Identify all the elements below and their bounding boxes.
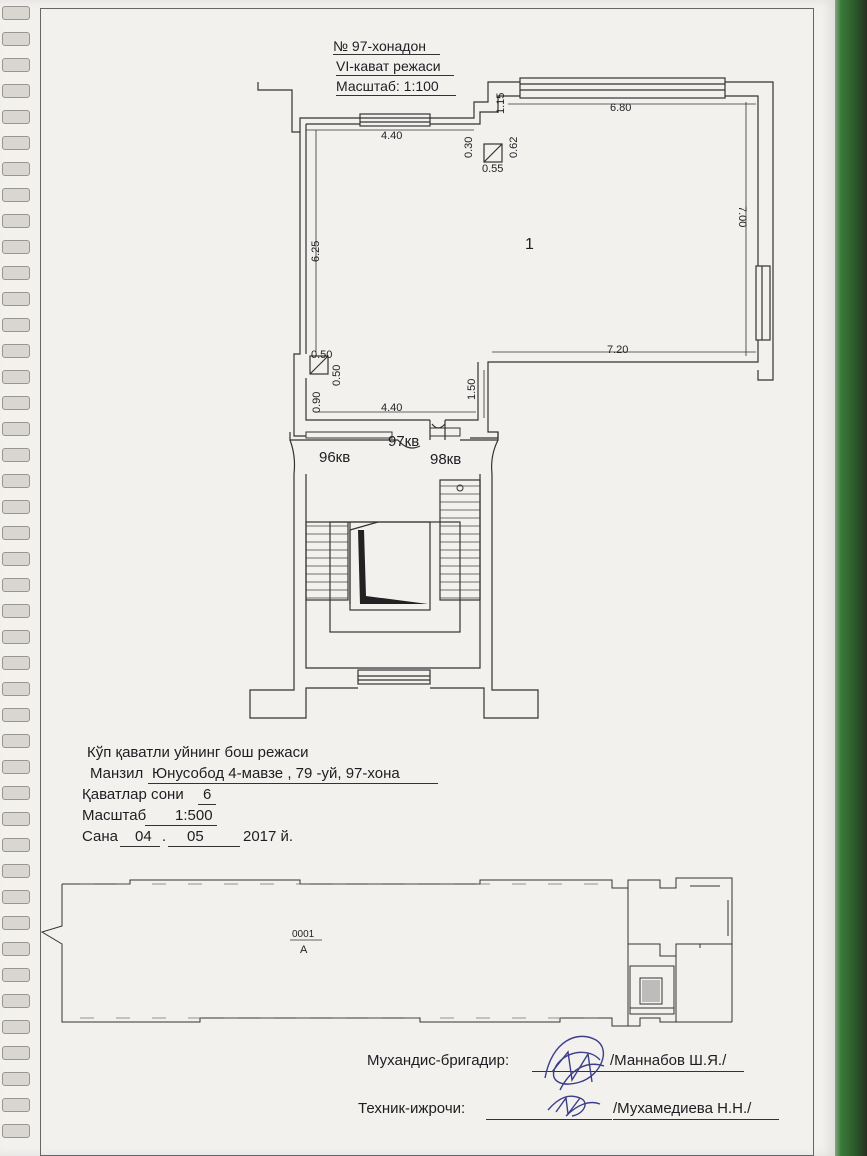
plan-scale: Масштаб: 1:100 [336,78,439,94]
technician-name-underline [613,1119,779,1120]
binding-ring [2,1020,30,1034]
binding-ring [2,760,30,774]
binding-ring [2,162,30,176]
site-plan-letter: А [300,944,308,956]
floors-value: 6 [203,786,212,803]
binding-ring [2,1046,30,1060]
binding-ring [2,890,30,904]
binding-ring [2,214,30,228]
date-label: Сана [82,828,118,845]
binding-ring [2,84,30,98]
dimension-label: 4.40 [381,402,403,414]
binding-ring [2,292,30,306]
header-underline [333,54,440,55]
binding-ring [2,864,30,878]
binding-ring [2,318,30,332]
engineer-label: Мухандис-бригадир: [367,1052,510,1069]
binding-ring [2,656,30,670]
date-day: 04 [135,828,152,845]
technician-signature-line [486,1119,612,1120]
binding-ring [2,240,30,254]
floors-label: Қаватлар сони [82,786,184,803]
dimension-label: 6.80 [610,102,632,114]
binding-ring [2,552,30,566]
document-sheet: № 97-хонадон VI-кават режаси Масштаб: 1:… [0,0,835,1156]
room-number: 1 [525,236,534,253]
handwritten-signatures [544,1035,605,1117]
date-month: 05 [187,828,204,845]
wall [257,82,360,133]
technician-name: /Мухамедиева Н.Н./ [613,1100,752,1117]
date-year: 2017 й. [243,828,294,845]
address-label: Манзил [90,765,144,782]
binding-ring [2,58,30,72]
spiral-binding [0,0,30,1156]
binding-ring [2,1124,30,1138]
dimension-label: 4.40 [381,130,403,142]
address-value: Юнусобод 4-мавзе , 79 -уй, 97-хона [152,765,400,782]
binding-ring [2,968,30,982]
binding-ring [2,500,30,514]
apartment-number: № 97-хонадон [333,38,426,54]
flat-label-left: 96кв [319,449,351,466]
scale-value: 1:500 [175,807,213,824]
scale-underline [145,825,217,826]
floor-plan-title: VI-кават режаси [336,58,441,74]
binding-ring [2,682,30,696]
binding-ring [2,786,30,800]
dimension-label: 0.55 [482,163,504,175]
binding-ring [2,396,30,410]
dimension-label: 0.50 [311,349,333,361]
binding-ring [2,344,30,358]
address-underline [148,783,438,784]
floor-plan-drawing [249,77,774,719]
flat-label-right: 98кв [430,451,462,468]
flat-label-center: 97кв [388,433,420,450]
binding-ring [2,994,30,1008]
engineer-signature-line [532,1071,612,1072]
binding-ring [2,32,30,46]
binding-ring [2,578,30,592]
scale-label: Масштаб [82,807,147,824]
binding-ring [2,474,30,488]
binding-ring [2,1098,30,1112]
date-underline [168,846,240,847]
site-plan-drawing [40,877,733,1027]
binding-ring [2,188,30,202]
binding-ring [2,838,30,852]
binding-ring [2,6,30,20]
header-underline [336,75,454,76]
binding-ring [2,266,30,280]
binding-ring [2,708,30,722]
binding-ring [2,630,30,644]
site-plan-heading: Кўп қаватли уйнинг бош режаси [87,744,309,761]
binding-ring [2,1072,30,1086]
binding-ring [2,942,30,956]
binding-ring [2,916,30,930]
site-plan-code: 0001 [292,929,315,940]
binding-ring [2,734,30,748]
binding-ring [2,422,30,436]
binding-ring [2,448,30,462]
date-underline [120,846,160,847]
date-separator: . [162,828,167,845]
floors-underline [198,804,216,805]
dimension-label: 7.20 [607,344,629,356]
binding-ring [2,812,30,826]
binding-ring [2,526,30,540]
binding-ring [2,136,30,150]
binding-ring [2,110,30,124]
binding-ring [2,370,30,384]
engineer-name-underline [612,1071,744,1072]
header-underline [336,95,456,96]
engineer-name: /Маннабов Ш.Я./ [610,1052,727,1069]
binding-ring [2,604,30,618]
technician-label: Техник-ижрочи: [358,1100,466,1117]
